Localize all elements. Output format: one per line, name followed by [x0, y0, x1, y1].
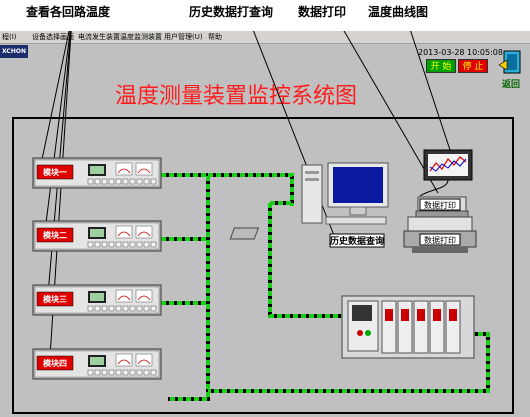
stop-button[interactable]: 停 止: [458, 59, 488, 73]
module-label: 模块二: [43, 230, 67, 240]
history-query-label: 历史数据查询: [330, 235, 384, 247]
module-device[interactable]: 模块一: [32, 157, 162, 189]
module-device[interactable]: 模块四: [32, 348, 162, 380]
annotation-data-print: 数据打印: [298, 5, 347, 19]
start-button[interactable]: 开 始: [426, 59, 456, 73]
module-label: 模块一: [43, 167, 67, 177]
data-print-label-2: 数据打印: [424, 235, 456, 245]
history-query-button[interactable]: [329, 233, 385, 248]
annotation-loop-temperature: 查看各回路温度: [26, 5, 111, 19]
return-icon: [498, 50, 521, 74]
data-print-label: 数据打印: [424, 200, 456, 210]
module-label: 模块四: [43, 358, 67, 368]
controller-rack-icon: [341, 295, 475, 359]
module-device[interactable]: 模块二: [32, 220, 162, 252]
data-print-button[interactable]: [419, 198, 461, 211]
menu-bar: 程(I) 设备选择画面 电流发生装置 温度监测装置 用户管理(U) 帮助: [0, 31, 530, 44]
company-logo: XCHON: [0, 45, 28, 58]
app-window: 程(I) 设备选择画面 电流发生装置 温度监测装置 用户管理(U) 帮助 XCH…: [0, 31, 530, 417]
menu-item-user-management[interactable]: 用户管理(U): [164, 33, 203, 41]
return-button[interactable]: 返回: [496, 49, 526, 90]
module-label-bg: [36, 291, 74, 307]
module-label: 模块三: [43, 294, 67, 304]
annotation-history-query: 历史数据打查询: [189, 5, 274, 19]
cable-network: [161, 173, 490, 401]
menu-item-device-select[interactable]: 设备选择画面: [32, 33, 74, 41]
datetime-display: 2013-03-28 10:05:08: [418, 48, 503, 57]
module-device[interactable]: 模块三: [32, 284, 162, 316]
system-diagram-panel: [12, 117, 514, 414]
page-title: 温度测量装置监控系统图: [115, 84, 358, 109]
module-label-bg: [36, 227, 74, 243]
temperature-curve-icon[interactable]: [419, 149, 473, 197]
menu-item-current-generator[interactable]: 电流发生装置: [78, 33, 120, 41]
menu-item-program[interactable]: 程(I): [2, 33, 17, 41]
module-label-bg: [36, 164, 74, 180]
menu-item-temperature-monitor[interactable]: 温度监测装置: [120, 33, 162, 41]
menu-item-help[interactable]: 帮助: [208, 33, 222, 41]
module-label-bg: [36, 355, 74, 371]
computer-icon[interactable]: [229, 162, 389, 240]
annotation-temperature-curve: 温度曲线图: [368, 5, 429, 19]
data-print-button-2[interactable]: [419, 233, 461, 246]
